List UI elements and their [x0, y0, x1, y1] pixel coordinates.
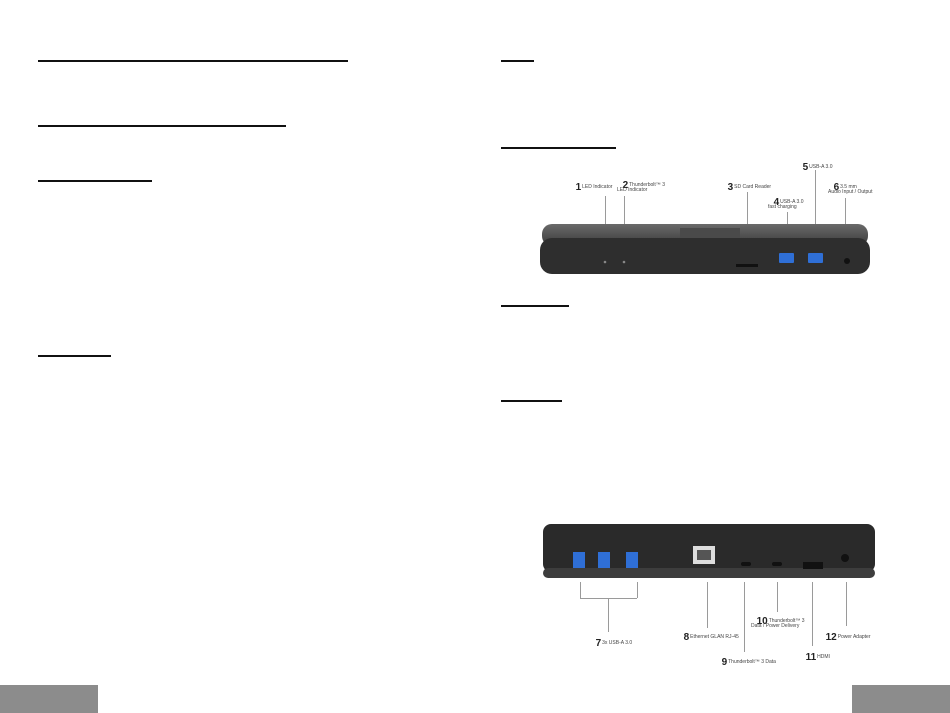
right-heading-rule-2: [501, 147, 616, 149]
leader-line-3: [747, 192, 748, 242]
front-label-6-text: 3.5 mm Audio Input / Output: [828, 184, 873, 195]
back-label-12-num: 12: [825, 632, 837, 643]
right-heading-rule-4: [501, 400, 562, 402]
back-label-11-num: 11: [805, 652, 817, 663]
front-label-1-num: 1: [575, 182, 582, 193]
back-label-8-num: 8: [683, 632, 690, 643]
back-label-7-text: 3x USB-A 3.0: [602, 640, 633, 646]
back-label-8: 8Ethernet GLAN RJ-45: [678, 630, 739, 645]
front-label-6: 63.5 mm Audio Input / Output: [828, 180, 872, 200]
back-label-10-num: 10: [756, 616, 768, 627]
leader-line-6: [845, 198, 846, 244]
right-heading-rule-3: [501, 305, 569, 307]
back-label-10: 10Thunderbolt™ 3 Data / Power Delivery: [751, 614, 805, 634]
leader-line-5: [815, 170, 816, 244]
docking-station-front: [540, 224, 870, 274]
back-label-7: 73x USB-A 3.0: [590, 636, 633, 651]
leader-line-7c: [608, 598, 609, 632]
back-label-12: 12Power Adapter: [820, 630, 871, 645]
leader-line-2: [624, 196, 625, 240]
left-heading-rule-1: [38, 60, 348, 62]
back-label-9-num: 9: [721, 657, 728, 668]
back-label-7-num: 7: [595, 638, 602, 649]
footer-tab-left: [0, 685, 98, 713]
front-label-5: 5USB-A 3.0: [797, 160, 833, 175]
front-label-5-text: USB-A 3.0: [809, 164, 833, 170]
back-label-11-text: HDMI: [817, 654, 830, 660]
leader-line-10: [777, 582, 778, 612]
front-label-3: 3SD Card Reader: [722, 180, 772, 195]
front-label-5-num: 5: [802, 162, 809, 173]
front-label-3-text: SD Card Reader: [734, 184, 772, 190]
back-label-9: 9Thunderbolt™ 3 Data: [716, 655, 776, 670]
front-label-2: 2Thunderbolt™ 3 LED Indicator: [617, 178, 665, 198]
front-label-1: 1LED Indicator: [570, 180, 613, 195]
front-label-4-text: USB-A 3.0 fast charging: [768, 199, 804, 210]
back-label-11: 11HDMI: [800, 650, 830, 665]
back-label-10-text: Thunderbolt™ 3 Data / Power Delivery: [751, 618, 805, 629]
front-label-4: 4USB-A 3.0 fast charging: [768, 195, 803, 215]
leader-line-9: [744, 582, 745, 652]
left-heading-rule-3: [38, 180, 152, 182]
front-label-4-num: 4: [773, 197, 780, 208]
leader-line-12: [846, 582, 847, 626]
leader-line-1: [605, 196, 606, 240]
front-label-2-text: Thunderbolt™ 3 LED Indicator: [617, 182, 665, 193]
front-label-1-text: LED Indicator: [582, 184, 613, 190]
leader-line-7a: [580, 582, 581, 598]
leader-line-7b: [637, 582, 638, 598]
footer-tab-right: [852, 685, 950, 713]
front-label-6-num: 6: [833, 182, 840, 193]
left-heading-rule-2: [38, 125, 286, 127]
back-label-8-text: Ethernet GLAN RJ-45: [690, 634, 739, 640]
front-label-2-num: 2: [622, 180, 629, 191]
back-label-9-text: Thunderbolt™ 3 Data: [728, 659, 776, 665]
docking-station-back: [543, 524, 875, 578]
right-heading-rule-1: [501, 60, 534, 62]
left-heading-rule-4: [38, 355, 111, 357]
front-label-3-num: 3: [727, 182, 734, 193]
back-label-12-text: Power Adapter: [837, 634, 871, 640]
leader-line-11: [812, 582, 813, 646]
leader-line-8: [707, 582, 708, 628]
